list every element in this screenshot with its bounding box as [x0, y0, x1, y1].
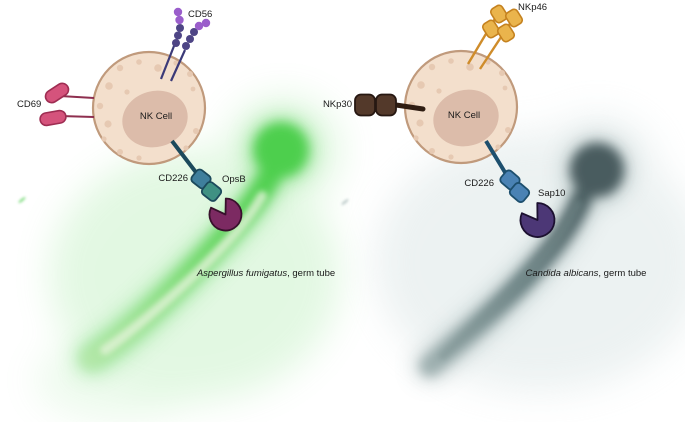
nkp30-label: NKp30 [323, 99, 352, 110]
sap10-protease [519, 202, 556, 238]
species-name: Aspergillus fumigatus [196, 268, 288, 279]
nkp46-label: NKp46 [518, 2, 547, 13]
aspergillus-germ-tube [18, 96, 341, 422]
caption-suffix: , germ tube [598, 268, 646, 279]
green-tube-highlight [100, 191, 267, 355]
sap10-label: Sap10 [538, 188, 565, 199]
nkp46-receptor: NKp46 [466, 2, 547, 70]
granules [96, 59, 199, 161]
nk-cell-left: NK Cell [91, 50, 207, 166]
opsb-protease [208, 197, 243, 232]
opsb-label: OpsB [222, 174, 246, 185]
cd69-receptor: CD69 [17, 82, 95, 127]
species-name: Candida albicans [526, 268, 599, 279]
caption-aspergillus: Aspergillus fumigatus, germ tube [196, 268, 335, 279]
nkp30-receptor: NKp30 [323, 93, 426, 117]
green-speck [18, 196, 26, 204]
cell-label: NK Cell [448, 110, 480, 121]
cell-label: NK Cell [140, 111, 172, 122]
nucleus [433, 89, 499, 147]
cd56-beads [172, 7, 211, 50]
panel-aspergillus: NK Cell CD56 CD69 [17, 7, 341, 422]
caption-candida: Candida albicans, germ tube [526, 268, 647, 279]
candida-germ-tube [341, 115, 685, 392]
cd226-opsb-complex: CD226 OpsB [158, 139, 246, 232]
panel-candida: NK Cell NKp46 NKp30 CD226 Sap10 [323, 2, 685, 392]
caption-suffix: , germ tube [287, 268, 335, 279]
cd56-label: CD56 [188, 9, 212, 20]
cd226-label: CD226 [158, 173, 188, 184]
gray-tube-highlight [439, 200, 582, 360]
cd56-receptor: CD56 [159, 7, 212, 82]
gray-speck [341, 198, 349, 206]
nucleus [122, 90, 188, 148]
cd69-label: CD69 [17, 99, 41, 110]
cd226-label: CD226 [464, 178, 494, 189]
cd226-sap10-complex: CD226 Sap10 [464, 139, 565, 238]
